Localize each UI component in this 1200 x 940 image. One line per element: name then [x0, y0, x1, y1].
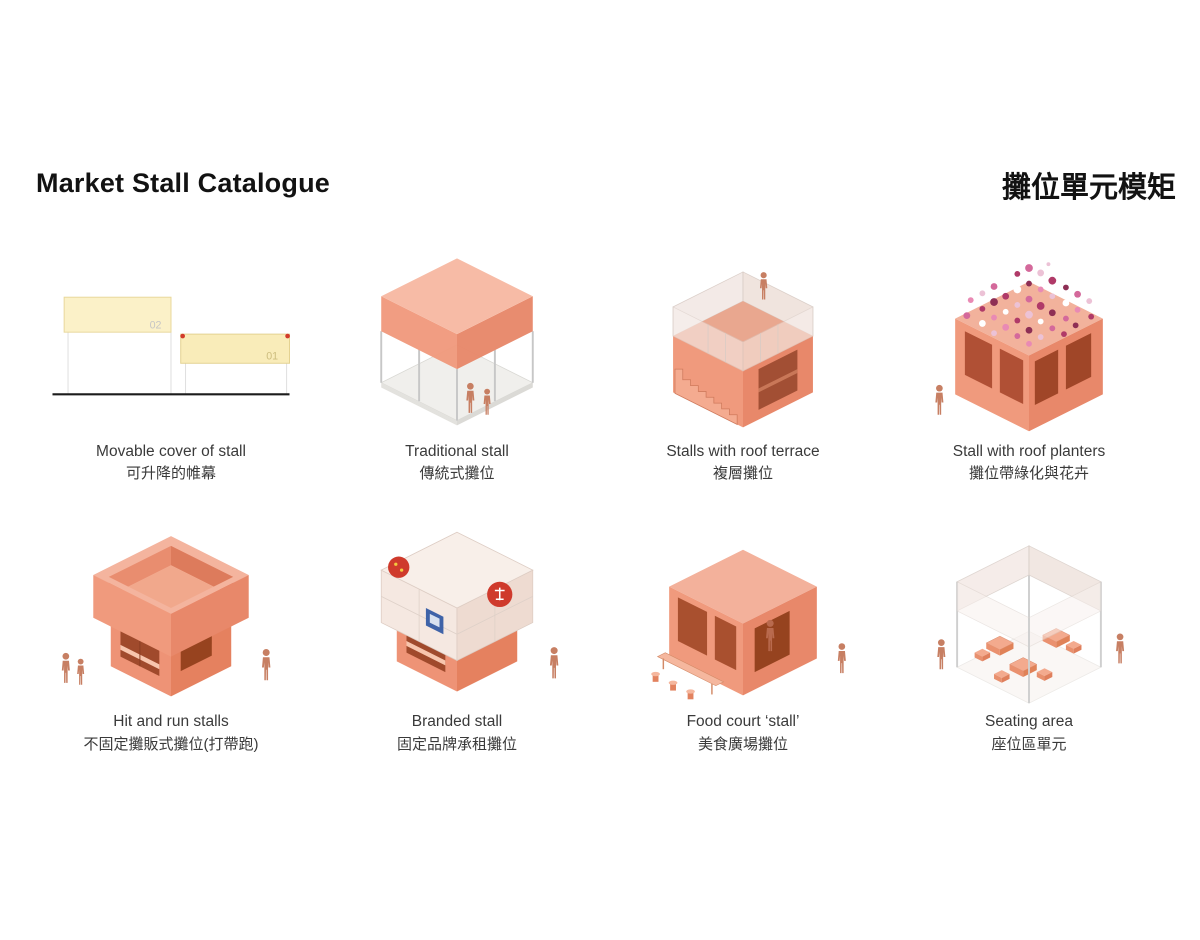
- stall-label-en: Seating area: [985, 713, 1073, 731]
- lowered-cover: [180, 333, 290, 364]
- food-court-stall-illustration: [651, 549, 846, 700]
- serving-opening: [714, 615, 737, 671]
- stall-grid: 02 01 Movable cover of stall 可升降的帷幕: [28, 240, 1172, 754]
- person-icon: [262, 649, 271, 681]
- stall-label-en: Movable cover of stall: [96, 443, 246, 460]
- stall-label-en: Hit and run stalls: [113, 713, 229, 731]
- page-title-zh: 攤位單元模矩: [1001, 172, 1176, 204]
- stall-label-en: Traditional stall: [405, 443, 509, 460]
- movable-cover-elevation: 02 01: [52, 296, 290, 396]
- seating-area-illustration: [937, 545, 1125, 704]
- person-icon: [77, 658, 85, 685]
- stall-card-movable-cover: 02 01 Movable cover of stall 可升降的帷幕: [28, 240, 314, 484]
- window-opening: [1034, 349, 1059, 406]
- bench: [656, 652, 725, 687]
- stall-card-hit-and-run: Hit and run stalls 不固定攤販式攤位(打帶跑): [28, 510, 314, 754]
- canopy-roof: [381, 258, 533, 370]
- stall-label-en: Branded stall: [411, 713, 503, 731]
- raised-cover: [63, 296, 172, 333]
- stall-label-zh: 複層攤位: [712, 465, 773, 483]
- person-icon: [937, 639, 946, 670]
- raised-cover-label: 02: [150, 319, 162, 331]
- stall-label-zh: 座位區單元: [991, 735, 1067, 753]
- stall-label-en: Stall with roof planters: [952, 443, 1106, 460]
- fixing-dot-icon: [285, 333, 290, 339]
- branded-stall-illustration: [380, 531, 559, 692]
- stall-card-traditional: Traditional stall 傳統式攤位: [314, 240, 600, 484]
- lowered-cover-label: 01: [266, 350, 278, 362]
- window-opening: [964, 331, 993, 389]
- stall-label-en: Food court ‘stall’: [686, 713, 800, 731]
- hit-and-run-stall-illustration: [61, 536, 271, 697]
- brand-logo-red-icon: [388, 556, 410, 579]
- stools: [651, 672, 695, 700]
- window-opening: [1065, 333, 1092, 390]
- person-icon: [61, 653, 70, 683]
- stall-label-zh: 攤位帶綠化與花卉: [968, 465, 1089, 483]
- person-icon: [549, 647, 559, 679]
- roof-flowers: [963, 262, 1095, 347]
- roof-planters-stall-illustration: [935, 262, 1103, 432]
- stall-card-branded: Branded stall 固定品牌承租攤位: [314, 510, 600, 754]
- stall-label-zh: 固定品牌承租攤位: [396, 735, 517, 753]
- window-opening: [999, 348, 1024, 405]
- stall-card-roof-terrace: Stalls with roof terrace 複層攤位: [600, 240, 886, 484]
- staircase: [674, 368, 738, 426]
- stall-label-zh: 傳統式攤位: [419, 465, 495, 483]
- roof-terrace-stall-illustration: [672, 271, 814, 428]
- person-icon: [935, 384, 944, 415]
- stall-card-food-court: Food court ‘stall’ 美食廣場攤位: [600, 510, 886, 754]
- person-icon: [837, 643, 846, 674]
- person-icon: [1116, 633, 1125, 664]
- fixing-dot-icon: [180, 333, 185, 339]
- stall-label-zh: 不固定攤販式攤位(打帶跑): [83, 735, 259, 753]
- page-title-en: Market Stall Catalogue: [36, 168, 330, 198]
- stall-card-roof-planters: Stall with roof planters 攤位帶綠化與花卉: [886, 240, 1172, 484]
- serving-opening: [677, 597, 708, 656]
- stall-card-seating-area: Seating area 座位區單元: [886, 510, 1172, 754]
- traditional-stall-illustration: [380, 258, 534, 426]
- doorway-opening: [754, 611, 790, 673]
- stall-label-zh: 可升降的帷幕: [125, 465, 216, 483]
- stall-label-zh: 美食廣場攤位: [697, 735, 788, 753]
- stall-label-en: Stalls with roof terrace: [666, 443, 820, 460]
